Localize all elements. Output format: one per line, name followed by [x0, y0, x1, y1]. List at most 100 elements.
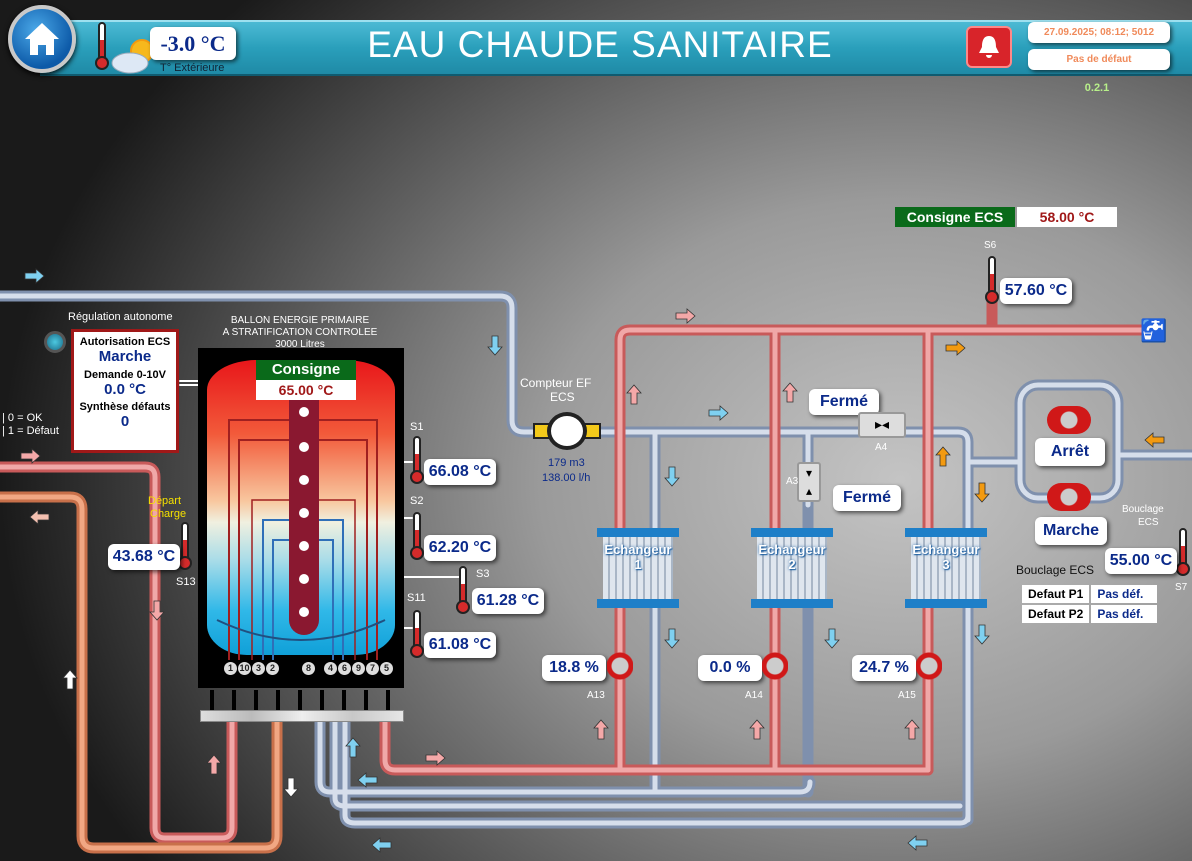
flow-arrow-icon: [974, 624, 990, 645]
exchanger-2-label: Echangeur: [758, 542, 826, 557]
pump-1-icon[interactable]: [1047, 406, 1091, 434]
flow-arrow-icon: [974, 482, 990, 503]
flow-arrow-icon: [664, 628, 680, 649]
regulation-panel: Autorisation ECS Marche Demande 0-10V 0.…: [71, 329, 179, 453]
weather-cloud-sun-icon: [111, 39, 154, 74]
s13-thermometer-icon: [178, 522, 192, 572]
flow-arrow-icon: [907, 835, 928, 851]
s6-label: S6: [984, 240, 997, 251]
flow-arrow-icon: [824, 628, 840, 649]
auth-value: Marche: [98, 348, 152, 365]
demand-value: 0.0 °C: [104, 381, 146, 398]
tank-consigne-label: Consigne: [256, 360, 356, 380]
flow-arrow-icon: [904, 719, 920, 740]
a15-value: 24.7 %: [852, 655, 916, 681]
a4-state[interactable]: Fermé: [809, 389, 879, 415]
regulation-toggle-button[interactable]: [44, 331, 66, 353]
exchanger-2-num: 2: [788, 557, 796, 572]
flow-arrow-icon: [487, 335, 503, 356]
pump-1-state: Arrêt: [1035, 438, 1105, 466]
pumps-title: Bouclage ECS: [1016, 563, 1095, 577]
s7-thermometer-icon: [1176, 528, 1190, 578]
flow-arrow-icon: [935, 446, 951, 467]
flow-arrow-icon: [782, 382, 798, 403]
water-meter-icon: [533, 412, 601, 450]
a4-valve-icon[interactable]: ▸◂: [858, 412, 906, 438]
fault-p1-value: Pas déf.: [1091, 585, 1158, 603]
tank-coils: [216, 385, 386, 660]
flow-arrow-icon: [371, 837, 392, 853]
bell-icon: [979, 36, 999, 58]
tank-connection-5: 5: [380, 662, 393, 675]
s2-value: 62.20 °C: [424, 535, 496, 561]
s1-label: S1: [410, 421, 424, 433]
a4-label: A4: [875, 442, 888, 453]
pump-2-state: Marche: [1035, 517, 1107, 545]
exchanger-1-label: Echangeur: [604, 542, 672, 557]
demand-label: Demande 0-10V: [84, 369, 166, 381]
tank-connection-10: 10: [238, 662, 251, 675]
a13-value: 18.8 %: [542, 655, 606, 681]
s7-name: S7: [1175, 582, 1188, 593]
a3-state[interactable]: Fermé: [833, 485, 901, 511]
outdoor-temp-value: -3.0 °C: [150, 27, 236, 60]
tank-title-2: A STRATIFICATION CONTROLEE: [222, 327, 378, 338]
flow-arrow-icon: [149, 600, 165, 621]
flow-arrow-icon: [29, 509, 50, 525]
pump-2-icon[interactable]: [1047, 483, 1091, 511]
s2-label: S2: [410, 495, 424, 507]
s3-label: S3: [476, 568, 490, 580]
s6-thermometer-icon: [985, 256, 999, 306]
s11-label: S11: [407, 592, 426, 604]
s13-value: 43.68 °C: [108, 544, 180, 570]
a14-label: A14: [745, 690, 763, 701]
s6-value: 57.60 °C: [1000, 278, 1072, 304]
s11-thermometer-icon: [410, 610, 424, 660]
flow-arrow-icon: [425, 750, 446, 766]
tank-connection-2: 2: [266, 662, 279, 675]
flow-arrow-icon: [664, 466, 680, 487]
a15-label: A15: [898, 690, 916, 701]
home-button[interactable]: [8, 5, 76, 73]
flow-arrow-icon: [24, 268, 45, 284]
fault-p1-label: Defaut P1: [1022, 585, 1090, 603]
flow-arrow-icon: [708, 405, 729, 421]
alarm-button[interactable]: [966, 26, 1012, 68]
tank-connection-8: 8: [302, 662, 315, 675]
version-label: 0.2.1: [1084, 82, 1110, 94]
tank-connection-4: 4: [324, 662, 337, 675]
a3-valve-icon[interactable]: ▾▴: [797, 462, 821, 502]
a14-valve-icon[interactable]: [762, 645, 788, 687]
tank-connection-valves: [200, 690, 404, 710]
a15-valve-icon[interactable]: [916, 645, 942, 687]
consigne-ecs-label: Consigne ECS: [895, 207, 1015, 227]
outdoor-thermometer-icon: [95, 22, 109, 74]
flow-arrow-icon: [593, 719, 609, 740]
tap-icon: 🚰: [1140, 318, 1168, 343]
s7-value: 55.00 °C: [1105, 548, 1177, 574]
s2-thermometer-icon: [410, 512, 424, 562]
consigne-ecs-value: 58.00 °C: [1017, 207, 1117, 227]
flow-arrow-icon: [20, 448, 41, 464]
flow-arrow-icon: [945, 340, 966, 356]
a13-valve-icon[interactable]: [607, 645, 633, 687]
flow-arrow-icon: [206, 754, 222, 775]
meter-flow: 138.00 l/h: [542, 472, 591, 484]
meter-volume: 179 m3: [548, 457, 585, 469]
tank-title-1: BALLON ENERGIE PRIMAIRE: [230, 315, 370, 326]
a13-label: A13: [587, 690, 605, 701]
flow-arrow-icon: [283, 777, 299, 798]
auth-label: Autorisation ECS: [79, 336, 171, 348]
tank-title-3: 3000 Litres: [275, 339, 325, 350]
fault-p2-value: Pas déf.: [1091, 605, 1158, 623]
tank-connection-7: 7: [366, 662, 379, 675]
s13-name: S13: [176, 576, 196, 588]
fault-p2-label: Defaut P2: [1022, 605, 1090, 623]
